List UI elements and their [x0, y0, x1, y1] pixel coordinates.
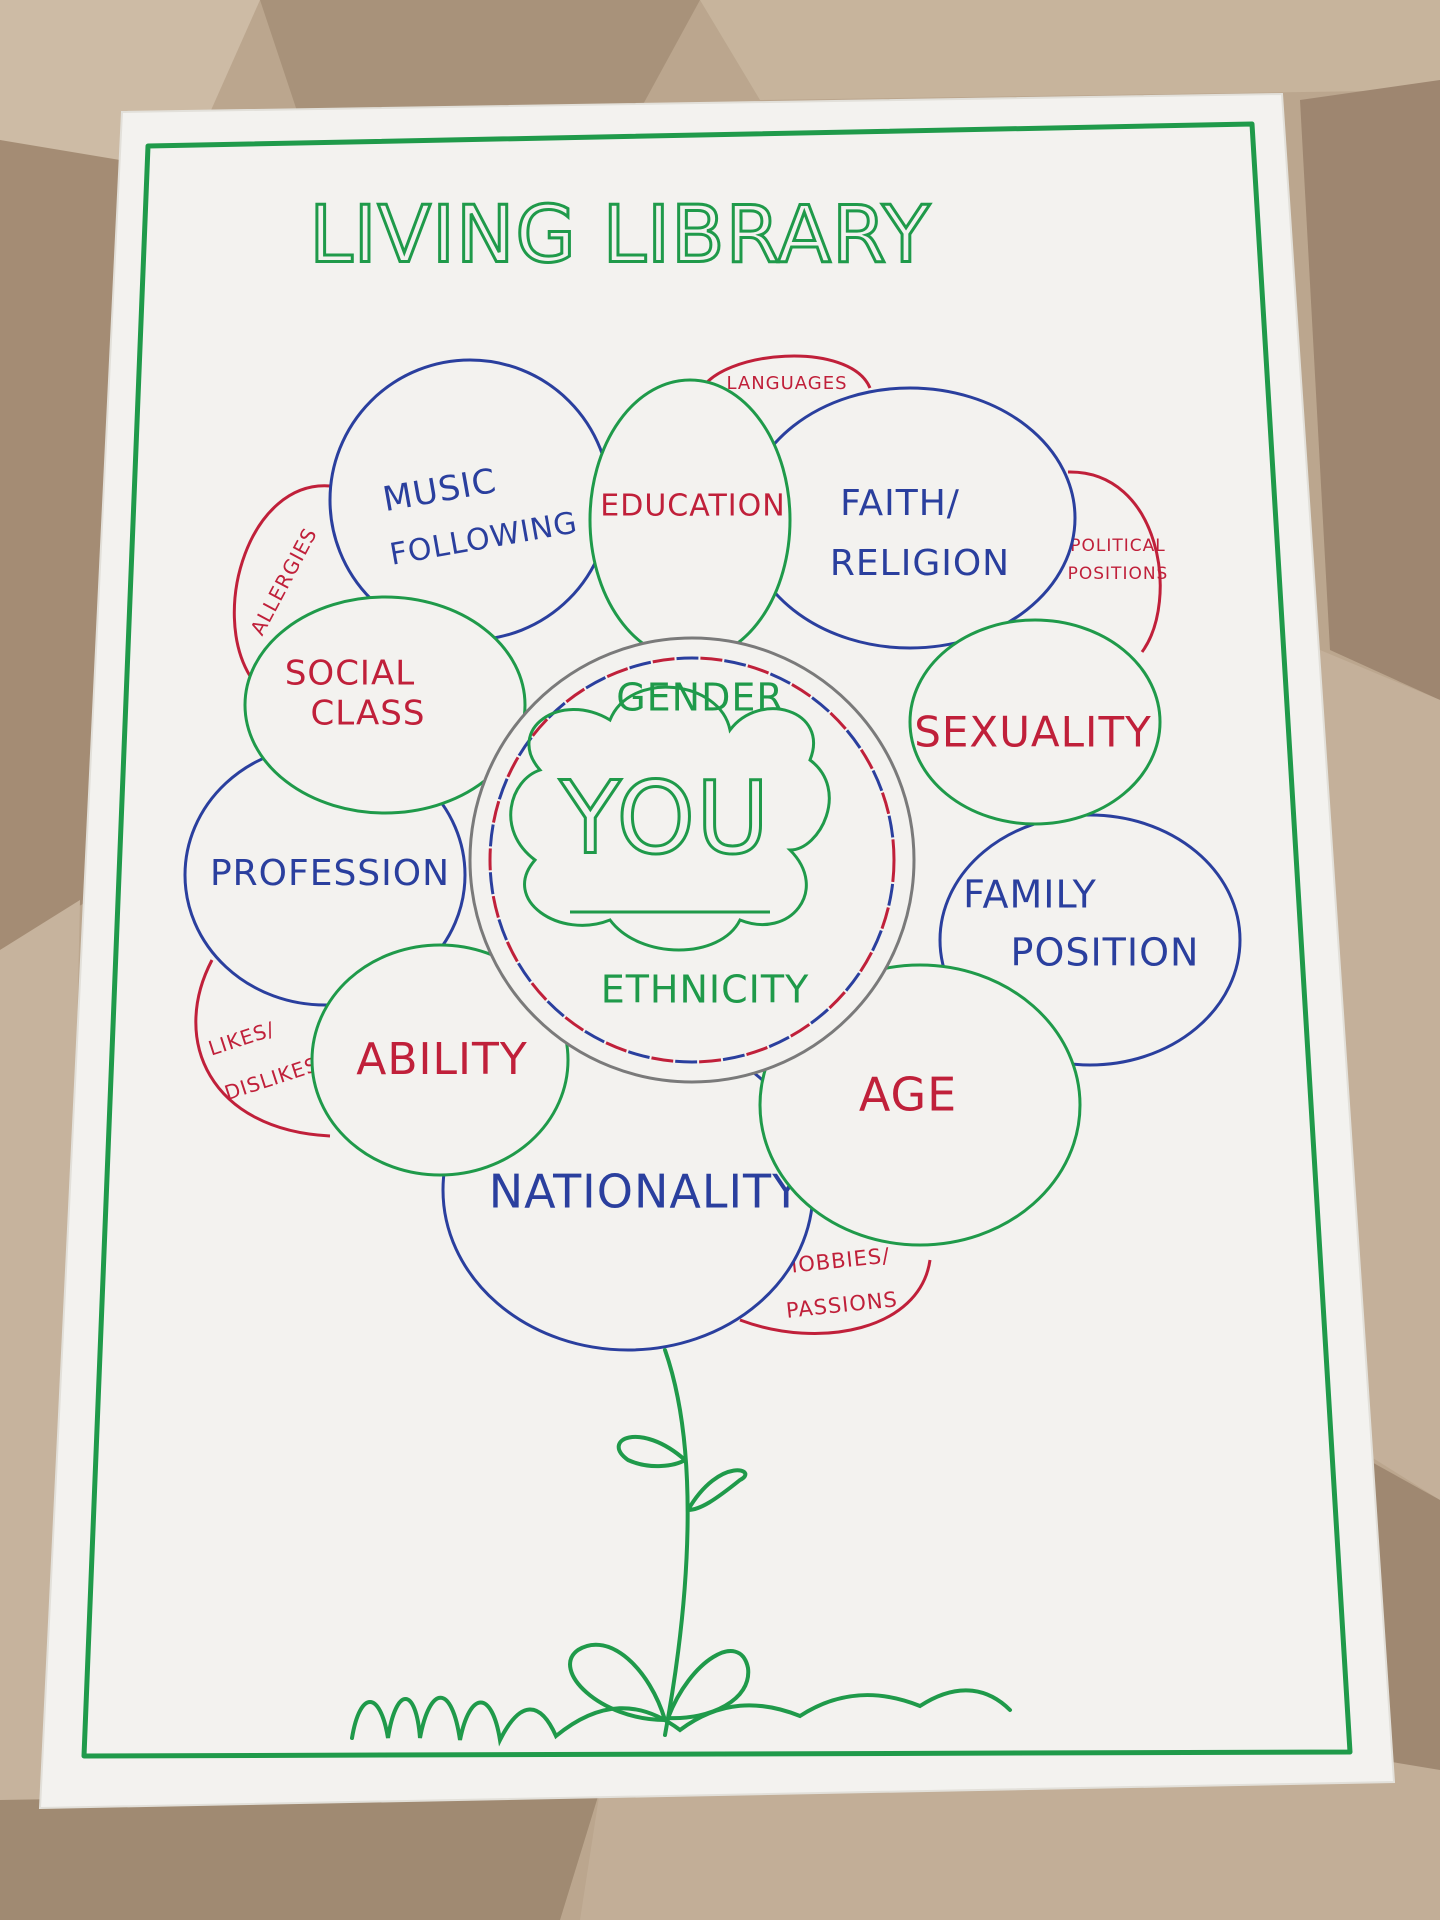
label-ethnicity: ETHNICITY: [601, 968, 810, 1012]
label-ability: ABILITY: [356, 1034, 528, 1085]
cloud-shape: [509, 685, 831, 952]
label-languages: LANGUAGES: [726, 373, 847, 394]
flower-stem: [350, 1348, 1012, 1747]
label-position: POSITION: [1011, 931, 1200, 975]
poster-border: [81, 121, 1353, 1759]
label-class: CLASS: [311, 694, 426, 734]
petal-sexuality: SEXUALITY: [908, 618, 1162, 826]
center-circle: GENDER YOU ETHNICITY: [468, 636, 916, 1084]
label-profession: PROFESSION: [210, 853, 450, 894]
petal-faith: FAITH/ RELIGION: [743, 386, 1077, 650]
label-sexuality: SEXUALITY: [914, 708, 1152, 757]
petal-ability: ABILITY: [310, 943, 570, 1177]
label-political-2: POSITIONS: [1068, 564, 1169, 584]
label-political-1: POLITICAL: [1070, 536, 1166, 556]
petal-age: AGE: [758, 963, 1082, 1247]
leaf-upper: [616, 1434, 687, 1468]
label-social: SOCIAL: [285, 654, 415, 694]
label-education: EDUCATION: [600, 489, 785, 524]
label-faith: FAITH/: [840, 483, 960, 524]
label-age: AGE: [859, 1068, 957, 1122]
label-you: YOU: [559, 759, 771, 876]
label-religion: RELIGION: [830, 543, 1010, 584]
label-family: FAMILY: [963, 873, 1097, 917]
poster-title: LIVING LIBRARY: [309, 190, 931, 280]
label-gender: GENDER: [616, 676, 784, 720]
petal-social-class: SOCIAL CLASS: [243, 595, 527, 815]
small-petal-languages: LANGUAGES: [698, 354, 872, 394]
grass: [350, 1688, 1012, 1747]
petal-education: EDUCATION: [588, 378, 792, 662]
label-nationality: NATIONALITY: [489, 1165, 801, 1219]
leaf-middle: [686, 1468, 748, 1512]
small-petal-political: POLITICAL POSITIONS: [1068, 470, 1169, 653]
